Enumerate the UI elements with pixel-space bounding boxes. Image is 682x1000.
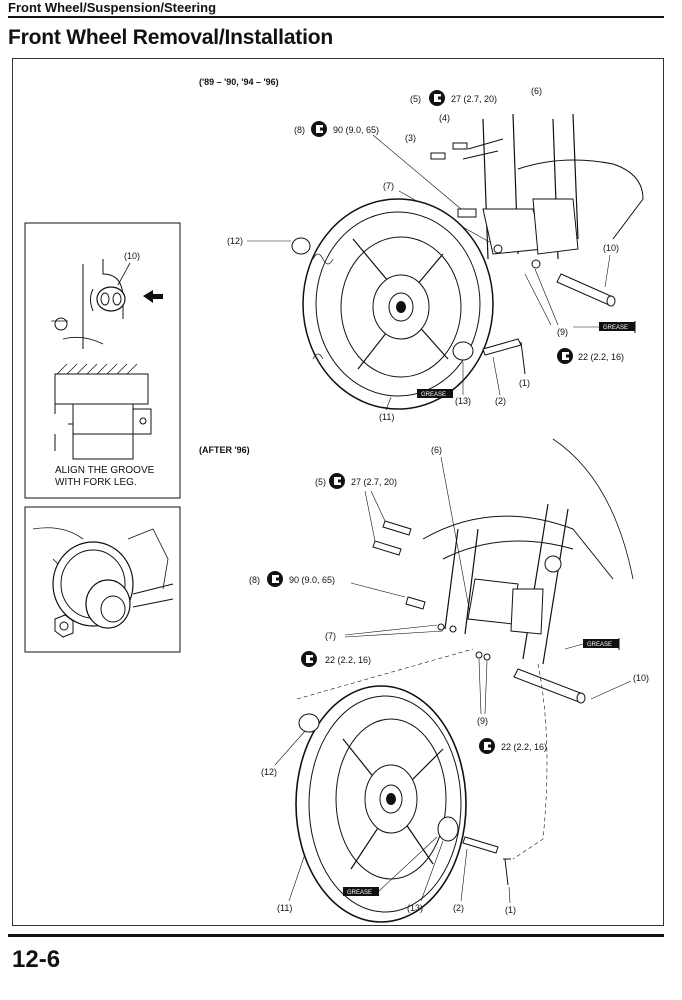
bottom-label-12: (12) (261, 767, 277, 777)
bottom-caption: (AFTER '96) (199, 445, 250, 455)
top-label-3: (3) (405, 133, 416, 143)
torque-wrench-icon (301, 651, 317, 667)
bottom-label-10: (10) (633, 673, 649, 683)
top-label-7: (7) (383, 181, 394, 191)
torque-wrench-icon (311, 121, 327, 137)
top-label-10: (10) (603, 243, 619, 253)
bottom-diagram: (AFTER '96) (6) (5) 27 (2.7, 20) (8) 90 … (199, 438, 649, 923)
top-label-11: (11) (379, 412, 394, 422)
top-label-5: (5) (410, 94, 421, 104)
grease-tube-icon: GREASE (564, 638, 620, 650)
bottom-label-8: (8) (249, 575, 260, 585)
torque-wrench-icon (267, 571, 283, 587)
exploded-view-diagram: (10) (24, 77, 649, 923)
inset-axle-closeup (24, 506, 181, 653)
insert-direction-arrow (143, 290, 163, 303)
footer-rule (8, 934, 664, 937)
bottom-torque-8: 90 (9.0, 65) (289, 575, 335, 585)
bottom-label-5: (5) (315, 477, 326, 487)
bottom-label-2: (2) (453, 903, 464, 913)
top-label-4: (4) (439, 113, 450, 123)
torque-wrench-icon (479, 738, 495, 754)
bottom-label-7: (7) (325, 631, 336, 641)
section-header: Front Wheel/Suspension/Steering (8, 0, 217, 15)
page-title: Front Wheel Removal/Installation (8, 26, 333, 49)
bottom-torque-5: 27 (2.7, 20) (351, 477, 397, 487)
torque-wrench-icon (557, 348, 573, 364)
grease-tube-icon: GREASE (417, 389, 453, 398)
bottom-torque-9: 22 (2.2, 16) (501, 742, 547, 752)
torque-wrench-icon (429, 90, 445, 106)
inset1-label-10: (10) (124, 251, 140, 261)
top-torque-5: 27 (2.7, 20) (451, 94, 497, 104)
grease-label: GREASE (421, 392, 446, 398)
grease-label: GREASE (347, 890, 372, 896)
grease-label: GREASE (603, 325, 628, 331)
top-label-1: (1) (519, 378, 530, 388)
top-label-2: (2) (495, 396, 506, 406)
top-torque-1: 22 (2.2, 16) (578, 352, 624, 362)
figure-frame: (10) (12, 58, 664, 926)
top-diagram: ('89 – '90, '94 – '96) (5) 27 (2.7, 20) … (199, 77, 644, 422)
front-wheel-bottom (295, 685, 467, 923)
top-label-8: (8) (294, 125, 305, 135)
top-torque-8: 90 (9.0, 65) (333, 125, 379, 135)
top-label-13: (13) (455, 396, 471, 406)
bottom-label-9: (9) (477, 716, 488, 726)
top-caption: ('89 – '90, '94 – '96) (199, 77, 279, 87)
top-label-12: (12) (227, 236, 243, 246)
bottom-label-13: (13) (407, 903, 423, 913)
grease-tube-icon: GREASE (573, 321, 636, 333)
grease-tube-icon: GREASE (343, 836, 438, 896)
inset-groove-alignment: (10) (24, 222, 181, 499)
inset1-note-line1: ALIGN THE GROOVE (55, 465, 155, 476)
torque-wrench-icon (329, 473, 345, 489)
bottom-label-1: (1) (505, 905, 516, 915)
grease-label: GREASE (587, 642, 612, 648)
inset1-note-line2: WITH FORK LEG. (55, 477, 137, 488)
top-label-6: (6) (531, 86, 542, 96)
front-wheel-top (302, 198, 494, 410)
page-number: 12-6 (12, 946, 61, 973)
cross-section (54, 363, 152, 460)
header-rule (8, 16, 664, 18)
bottom-torque-7: 22 (2.2, 16) (325, 655, 371, 665)
top-label-9: (9) (557, 327, 568, 337)
bottom-label-11: (11) (277, 903, 292, 913)
bottom-label-6: (6) (431, 445, 442, 455)
